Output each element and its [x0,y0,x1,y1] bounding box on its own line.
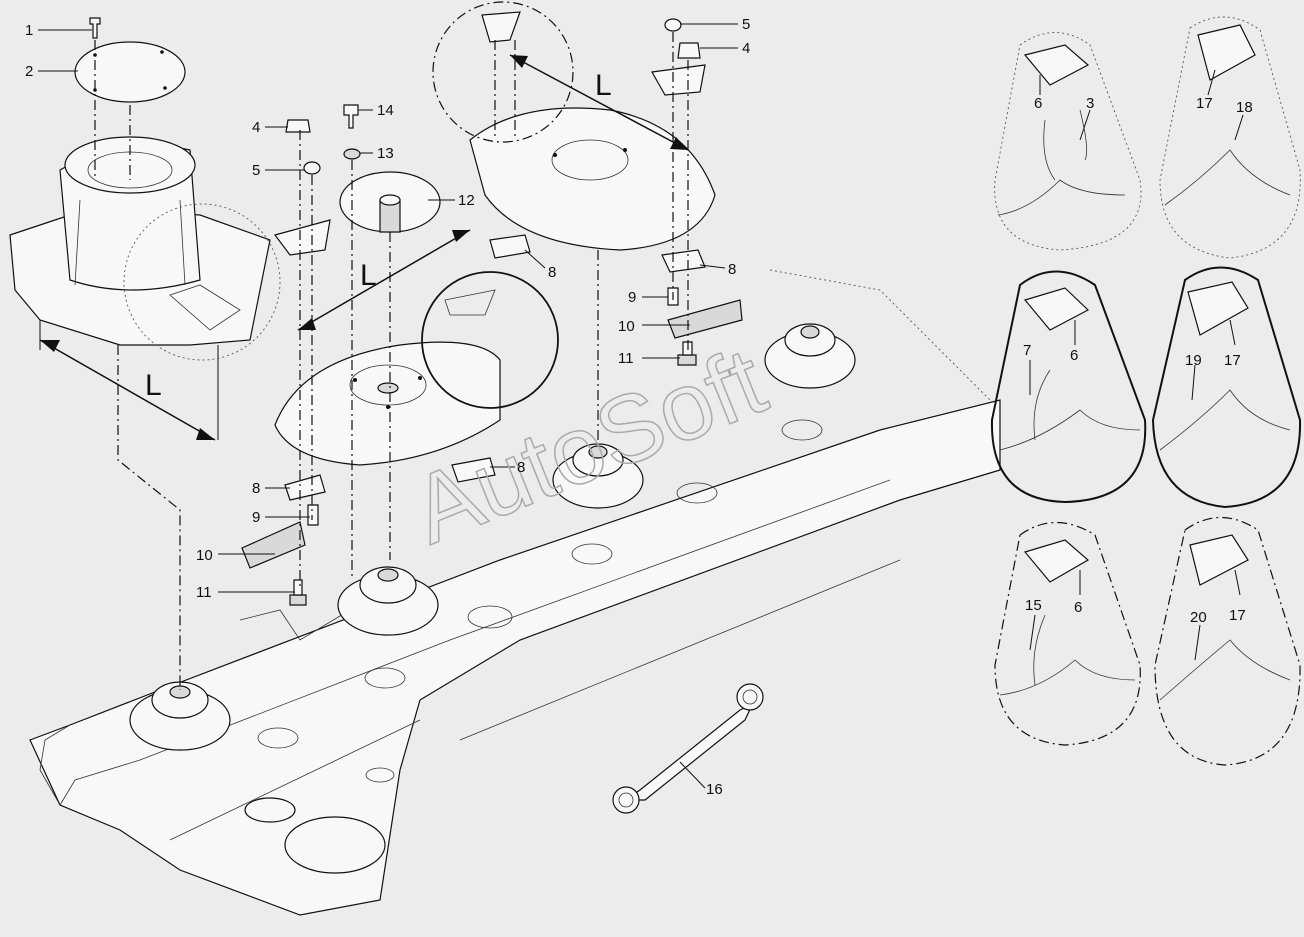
callout-13: 13 [377,145,394,162]
bolt-11-right [677,341,697,366]
callout-14: 14 [377,102,394,119]
callout-8b: 8 [728,261,736,278]
callout-10a: 10 [618,318,635,335]
nut-13 [343,148,361,160]
screw-1 [89,17,101,39]
cutter-bar [29,269,1001,916]
dimension-label-1: L [145,369,162,402]
plate-8-left [284,474,326,501]
hub-center [337,566,439,636]
callout-16: 16 [706,781,723,798]
detail-view-dashdot-left [994,521,1141,746]
callout-18: 18 [1236,99,1253,116]
leader-lines [38,23,1244,789]
hub-left [129,681,231,751]
hub-far-right [764,323,856,389]
detail-view-dotted-right [1159,16,1301,259]
callout-17a: 17 [1196,95,1213,112]
dimension-label-3: L [595,69,612,102]
callouts: 1 2 3 4 4 5 5 6 6 6 7 8 8 8 8 9 9 10 10 … [25,16,1253,798]
detail-view-dashdot-right [1154,516,1301,766]
detail-view-solid-left [990,270,1147,504]
knife-10-right [667,299,743,339]
detail-view-solid-right [1151,266,1302,509]
callout-3: 3 [1086,95,1094,112]
dimension-arrows [39,54,689,441]
callout-8d: 8 [517,459,525,476]
callout-4b: 4 [742,40,750,57]
bolt-14 [343,104,359,129]
detail-circle-dotted [123,203,281,361]
callout-15: 15 [1025,597,1042,614]
callout-17b: 17 [1224,352,1241,369]
callout-8a: 8 [548,264,556,281]
centerlines [94,32,689,690]
callout-11b: 11 [196,584,212,601]
hub-right [552,443,644,509]
callout-2: 2 [25,63,33,80]
callout-20: 20 [1190,609,1207,626]
right-disc [469,107,716,251]
wrench-16 [612,683,764,814]
callout-9b: 9 [252,509,260,526]
callout-8c: 8 [252,480,260,497]
callout-5b: 5 [742,16,750,33]
callout-10b: 10 [196,547,213,564]
callout-17c: 17 [1229,607,1246,624]
bolt-9-left [307,504,319,526]
callout-6c: 6 [1074,599,1082,616]
nut-5-left [303,161,321,175]
center-disc [274,341,501,466]
holder-right [651,64,706,96]
plate-8-lower [451,457,496,483]
callout-6a: 6 [1034,95,1042,112]
drum [9,136,271,346]
nut-5-right [664,18,682,32]
callout-7: 7 [1023,342,1031,359]
dimension-label-2: L [360,259,377,292]
detail-circle-dashdot [432,1,574,143]
callout-4a: 4 [252,119,260,136]
callout-1: 1 [25,22,33,39]
callout-9a: 9 [628,289,636,306]
callout-6b: 6 [1070,347,1078,364]
knife-10-left [241,521,306,569]
plate-8-right [661,249,706,273]
detail-circle-solid [421,271,559,409]
callout-5a: 5 [252,162,260,179]
callout-19: 19 [1185,352,1202,369]
callout-12: 12 [458,192,475,209]
callout-11a: 11 [618,350,634,367]
cover-plate [74,41,186,103]
nut-4-left [285,119,311,133]
bolt-11-left [289,579,307,606]
plate-8-center [489,234,531,259]
nut-4-right [677,42,701,59]
cup-12 [339,171,441,233]
detail-view-dotted-left [994,32,1142,251]
holder-left [273,219,331,256]
